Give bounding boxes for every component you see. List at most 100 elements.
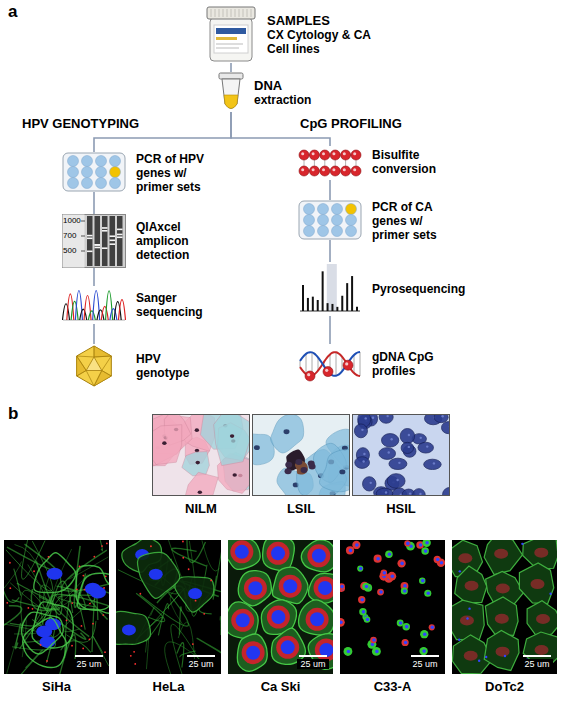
- helix-rung: [300, 361, 301, 367]
- methyl-highlight: [312, 152, 315, 155]
- cell-nucleus: [300, 467, 307, 473]
- actin-fiber: [4, 606, 22, 637]
- probe-signal: [210, 580, 212, 582]
- node-illustration: [4, 540, 109, 674]
- gel-band: [87, 237, 93, 239]
- cytoplasm-ring: [231, 609, 254, 632]
- actin-fiber: [4, 568, 19, 602]
- methyl-highlight: [312, 168, 315, 171]
- dysplastic-nucleus: [379, 414, 393, 423]
- pcr-plate-step: PCR of HPV genes w/ primer sets: [62, 152, 126, 192]
- probe-signal: [192, 643, 194, 645]
- lid-ridge: [239, 9, 240, 17]
- step-detail: extraction: [254, 93, 344, 107]
- cell-nucleus: [122, 624, 136, 635]
- gel-band: [95, 247, 101, 249]
- label-line: [216, 44, 243, 45]
- probe-signal: [71, 602, 73, 604]
- chromatin-spot: [408, 446, 410, 448]
- chromatogram-peak: [88, 311, 95, 320]
- text-group: QIAxcel amplicon detection: [136, 220, 220, 262]
- small-cell: [385, 551, 392, 558]
- gel-band: [110, 240, 116, 242]
- cytoplasm-ring: [267, 542, 290, 565]
- dysplastic-nucleus: [387, 474, 405, 489]
- lid-ridge: [211, 9, 212, 17]
- small-cell: [352, 541, 360, 549]
- pyrogram-peak: [356, 307, 358, 311]
- plate-well: [346, 226, 357, 237]
- plate-frame: [299, 201, 361, 239]
- probe-signal: [71, 645, 73, 647]
- cell-outline: [238, 571, 271, 606]
- capsid-edge: [94, 346, 95, 357]
- probe-signal: [466, 617, 468, 619]
- cell-outline: [527, 601, 557, 637]
- pyrosequencing-step: Pyrosequencing: [298, 262, 362, 316]
- probe-signal: [485, 656, 487, 658]
- chromatin-spot: [426, 445, 428, 447]
- actin-fiber: [158, 604, 168, 636]
- node-illustration: [298, 262, 362, 316]
- cell-nucleus: [271, 546, 285, 560]
- text-group: Sanger sequencing: [136, 291, 220, 319]
- scale-bar: [187, 655, 215, 657]
- cytoplasm-ring: [267, 606, 290, 629]
- cell-outline: [137, 552, 179, 598]
- image-caption: C33-A: [340, 679, 445, 694]
- jar-lid: [207, 7, 255, 19]
- small-cell: [357, 566, 363, 572]
- plate-well: [68, 156, 79, 167]
- cell-nucleus: [281, 640, 295, 654]
- cell-nucleus: [464, 651, 478, 661]
- trace-baseline: [63, 320, 125, 321]
- capsid-edge: [102, 356, 112, 371]
- text-group: C33-A: [340, 679, 445, 694]
- cell-outline: [228, 540, 260, 569]
- methyl-dot: [299, 150, 309, 160]
- lid-ridge: [215, 9, 216, 17]
- scale-bar: [75, 655, 103, 657]
- cell-outline: [485, 597, 518, 635]
- branch-heading: HPV GENOTYPING: [22, 117, 139, 132]
- dysplastic-nucleus: [355, 457, 370, 469]
- node-illustration: [298, 200, 362, 240]
- cell-nucleus: [295, 459, 302, 465]
- cell-nucleus: [162, 441, 166, 445]
- chromatin-spot: [388, 451, 390, 453]
- cell-line-image: HeLa: [116, 540, 221, 674]
- cell-nucleus: [362, 610, 366, 614]
- dysplastic-nucleus: [424, 459, 442, 469]
- methyl-highlight: [307, 373, 310, 376]
- actin-fiber: [197, 638, 221, 655]
- gel-band: [102, 247, 108, 249]
- text-group: PCR of CA genes w/ primer sets: [372, 200, 456, 242]
- text-group: SiHa: [4, 679, 109, 694]
- squamous-cell: [271, 414, 304, 453]
- cell-nucleus: [196, 461, 200, 465]
- gel-band: [102, 230, 108, 232]
- sequencing-step: Sanger sequencing: [62, 286, 126, 324]
- methyl-dot: [320, 166, 330, 176]
- scale-bar: [523, 655, 551, 657]
- cell-line-image: Ca Ski: [228, 540, 333, 674]
- cell-nucleus: [235, 545, 249, 559]
- pyrogram-peak: [331, 304, 333, 311]
- methyl-dot: [343, 360, 353, 370]
- chromatogram-peak: [80, 309, 87, 320]
- panel-letter: a: [8, 2, 17, 22]
- gel-band: [102, 227, 108, 229]
- methyl-dot: [323, 367, 333, 377]
- text-group: Pyrosequencing: [372, 282, 492, 296]
- chromatin-spot: [441, 415, 443, 417]
- small-cell: [401, 639, 408, 646]
- gel-image: [63, 215, 126, 268]
- image-frame: [353, 415, 450, 496]
- chromatin-spot: [398, 462, 400, 464]
- image-caption: NILM: [152, 501, 250, 516]
- cell-nucleus: [391, 574, 395, 578]
- chromatin-spot: [362, 460, 364, 462]
- gel-lane: [117, 216, 123, 266]
- cell-outline: [263, 540, 295, 571]
- probe-signal: [9, 562, 11, 564]
